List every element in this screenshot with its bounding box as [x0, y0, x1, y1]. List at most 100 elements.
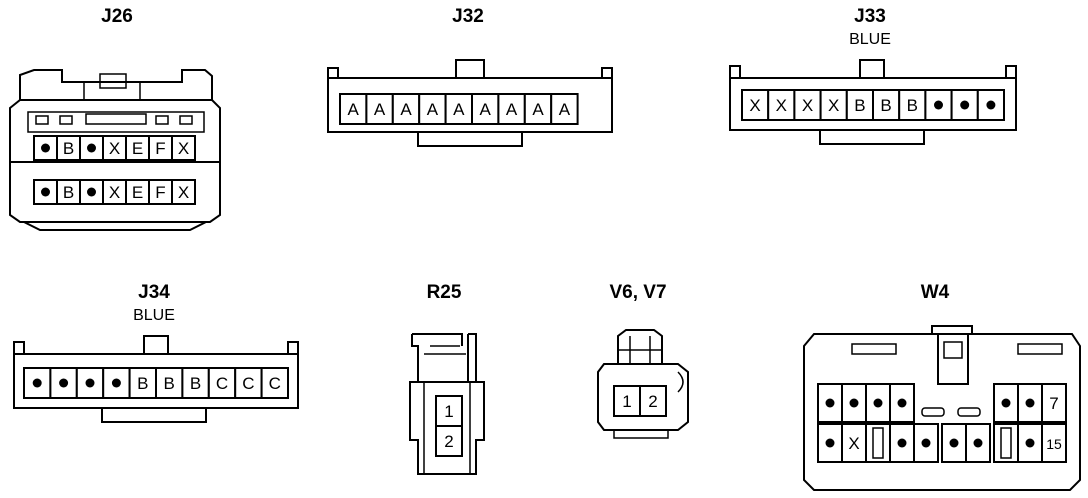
w4-housing — [803, 333, 1081, 491]
w4-center-slot — [957, 407, 981, 417]
pin-cell: X — [102, 135, 127, 161]
pin-cell — [865, 383, 891, 423]
pin-cell: X — [793, 89, 822, 121]
pin-cell — [33, 135, 58, 161]
j34-key — [143, 335, 169, 354]
v6v7-title: V6, V7 — [609, 282, 666, 303]
pin-dot — [87, 187, 96, 197]
pin-cell: 1 — [613, 385, 641, 417]
v6v7-latch — [617, 329, 663, 364]
pin-cell — [976, 89, 1005, 121]
pin-label: 2 — [648, 392, 657, 411]
pin-label: A — [374, 100, 386, 119]
pin-box — [1041, 423, 1067, 463]
pin-cell: A — [444, 93, 474, 125]
pin-cell: B — [128, 367, 158, 399]
pin-dot — [59, 378, 69, 388]
j33-ear-left — [729, 65, 741, 78]
j34-housing — [13, 353, 299, 409]
w4-latch-window — [943, 341, 963, 359]
pin-dot — [1001, 398, 1011, 408]
pin-cell: X — [819, 89, 848, 121]
pin-label: A — [480, 100, 492, 119]
pin-cell: F — [148, 135, 173, 161]
pin-box — [889, 423, 915, 463]
pin-box — [993, 423, 1019, 463]
pin-cell: X — [171, 179, 196, 205]
pin-label: A — [427, 100, 439, 119]
pin-cell: X — [841, 423, 867, 463]
pin-dot — [825, 398, 835, 408]
pin-dot — [897, 438, 907, 448]
pin-cell: E — [125, 179, 150, 205]
j33-housing — [729, 77, 1017, 131]
pin-cell — [913, 423, 939, 463]
pin-label: A — [348, 100, 360, 119]
pin-cell: C — [260, 367, 290, 399]
pin-cell: C — [207, 367, 237, 399]
pin-cell — [79, 179, 104, 205]
pin-dot — [960, 100, 970, 110]
pin-label: A — [559, 100, 571, 119]
j32-ear-left — [327, 67, 339, 78]
r25-latch-right — [467, 333, 477, 382]
pin-box — [523, 93, 553, 125]
pin-box — [872, 89, 901, 121]
pin-box — [1041, 383, 1067, 423]
pin-cell — [817, 383, 843, 423]
pin-cell — [865, 423, 891, 463]
v6v7-latch-lines — [618, 336, 662, 364]
pin-label: 1 — [444, 402, 453, 421]
j26-lock-slot — [179, 115, 193, 125]
j34-color-label: BLUE — [133, 307, 175, 324]
pin-box — [171, 135, 196, 161]
pin-box — [865, 423, 891, 463]
j33-color-label: BLUE — [849, 31, 891, 48]
pin-cell: A — [365, 93, 394, 125]
pin-label: A — [532, 100, 544, 119]
j32-key — [455, 59, 485, 78]
j26-latch-tab — [99, 73, 127, 89]
pin-label: 7 — [1049, 394, 1058, 413]
pin-cell: X — [102, 179, 127, 205]
v6v7-housing — [597, 363, 689, 431]
w4-pin-row-upper: 7 — [817, 383, 1067, 423]
pin-box — [550, 93, 579, 125]
pin-label: B — [907, 96, 918, 115]
pin-box — [613, 385, 641, 417]
pin-label: B — [880, 96, 891, 115]
pin-cell — [33, 179, 58, 205]
pin-cell — [1017, 383, 1043, 423]
r25-pin-column: 12 — [435, 395, 463, 457]
pin-cell — [817, 423, 843, 463]
pin-label: A — [400, 100, 412, 119]
w4-top-slots — [851, 343, 1063, 355]
pin-cell — [993, 383, 1019, 423]
pin-cell — [49, 367, 78, 399]
j26-latch — [19, 69, 213, 100]
pin-cell — [950, 89, 979, 121]
pin-cell — [941, 423, 967, 463]
j34-title: J34 — [138, 282, 170, 303]
r25-housing — [409, 381, 485, 475]
pin-cell: B — [181, 367, 210, 399]
pin-label: X — [848, 434, 859, 453]
pin-label: B — [63, 183, 74, 202]
pin-cell — [841, 383, 867, 423]
v6v7-base — [613, 430, 669, 439]
connector-r25: R25 12 — [409, 282, 485, 475]
pin-cell — [1017, 423, 1043, 463]
pin-label: F — [155, 183, 165, 202]
pin-dot — [949, 438, 959, 448]
w4-latch — [931, 325, 973, 385]
pin-cell: B — [845, 89, 874, 121]
j26-title: J26 — [101, 6, 133, 27]
pin-cell: B — [872, 89, 901, 121]
pin-label: B — [63, 139, 74, 158]
